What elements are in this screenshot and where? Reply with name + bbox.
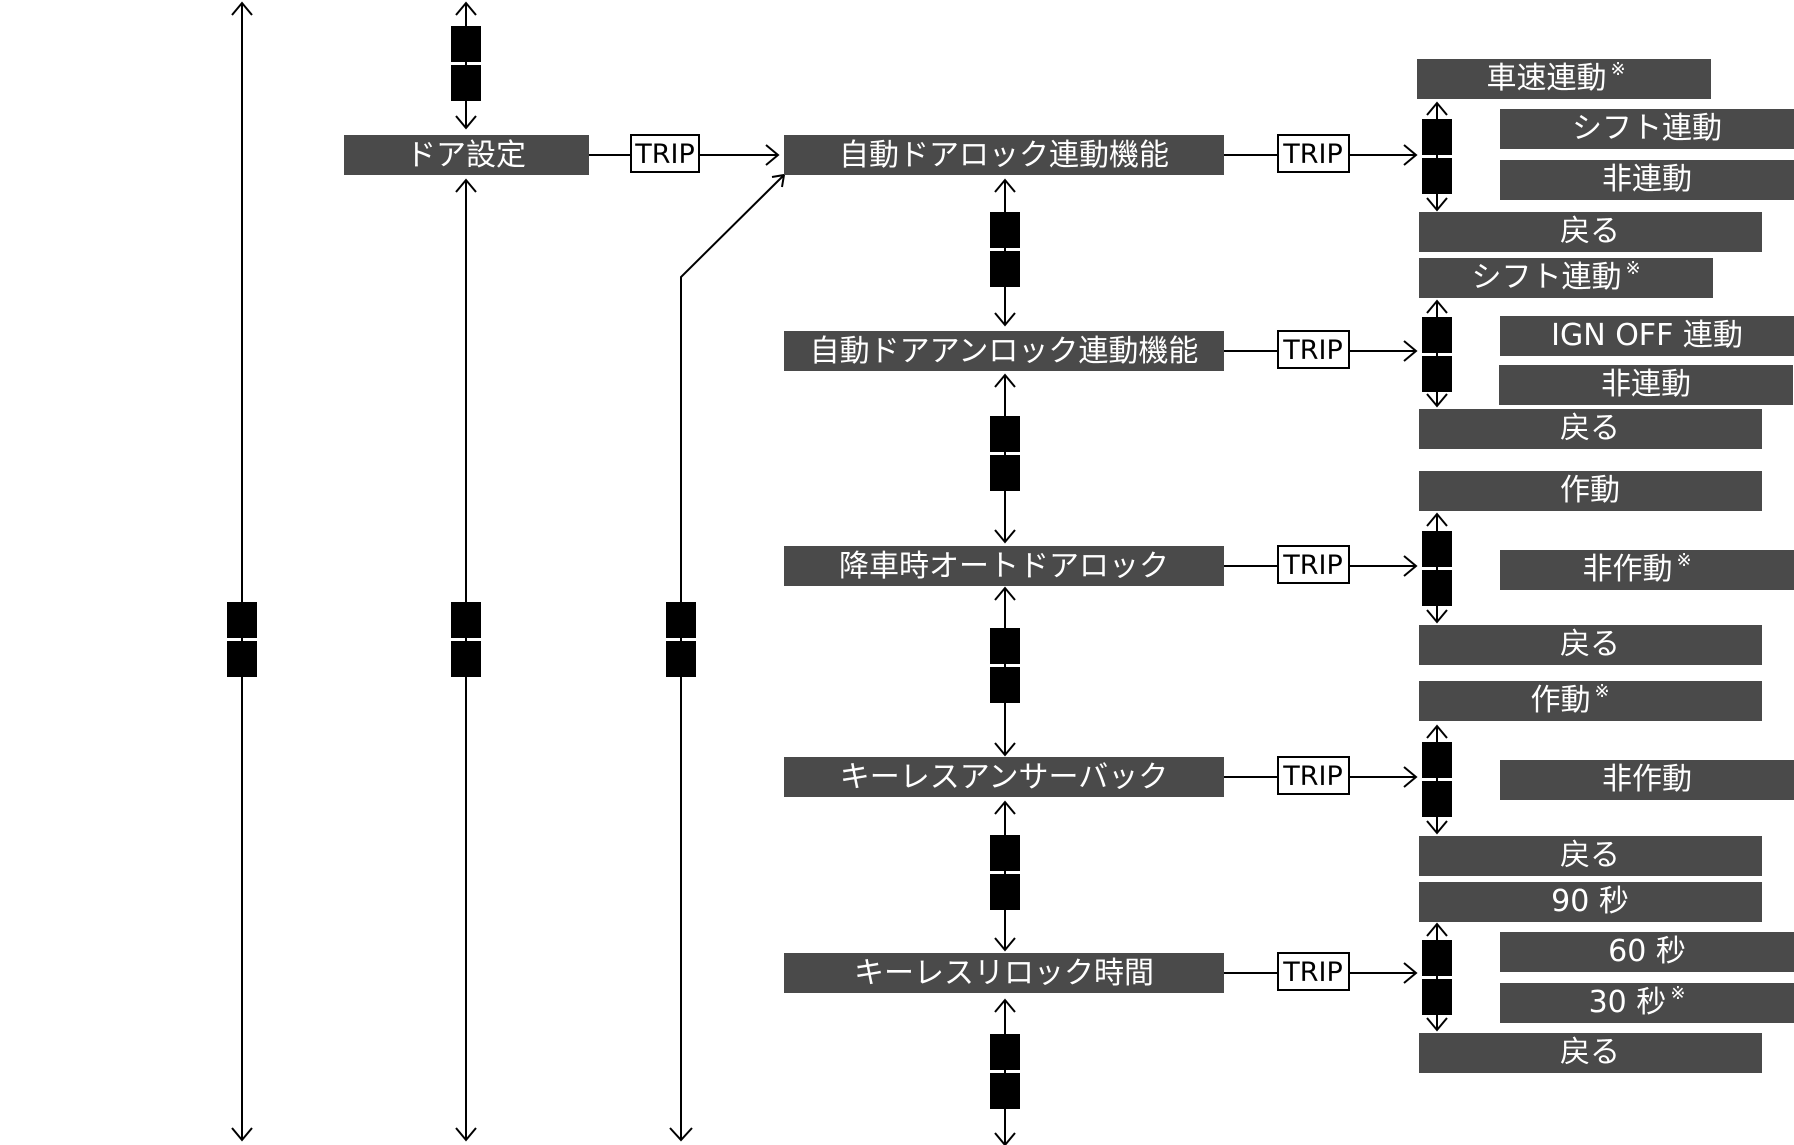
menu-item-relock[interactable]: キーレスリロック時間 (784, 953, 1224, 993)
svg-text:戻る: 戻る (1560, 627, 1620, 662)
svg-text:90 秒: 90 秒 (1551, 884, 1629, 919)
svg-text:30 秒※: 30 秒※ (1589, 983, 1686, 1020)
option-90-sec[interactable]: 90 秒 (1419, 882, 1762, 922)
svg-text:キーレスアンサーバック: キーレスアンサーバック (840, 760, 1169, 795)
option-back-3[interactable]: 戻る (1419, 625, 1762, 665)
trip-button-walkaway[interactable]: TRIP (1277, 545, 1350, 584)
option-60-sec[interactable]: 60 秒 (1500, 932, 1794, 972)
svg-text:TRIP: TRIP (1282, 139, 1343, 170)
svg-text:戻る: 戻る (1560, 1035, 1620, 1070)
option-nolink-1[interactable]: 非連動 (1500, 160, 1794, 200)
option-inactive-2[interactable]: 非作動 (1500, 760, 1794, 800)
door-settings-box[interactable]: ドア設定 (344, 135, 589, 175)
option-ign-off[interactable]: IGN OFF 連動 (1500, 316, 1794, 356)
svg-text:自動ドアロック連動機能: 自動ドアロック連動機能 (839, 138, 1169, 173)
svg-text:60 秒: 60 秒 (1608, 934, 1686, 969)
svg-text:キーレスリロック時間: キーレスリロック時間 (854, 956, 1154, 991)
option-back-4[interactable]: 戻る (1419, 836, 1762, 876)
option-active-1[interactable]: 作動 (1419, 471, 1762, 511)
svg-text:TRIP: TRIP (1282, 550, 1343, 581)
svg-text:車速連動※: 車速連動※ (1486, 59, 1625, 96)
option-nolink-2[interactable]: 非連動 (1499, 365, 1793, 405)
svg-text:TRIP: TRIP (1282, 761, 1343, 792)
trip-button-autounlock[interactable]: TRIP (1277, 330, 1350, 369)
option-active-2[interactable]: 作動※ (1419, 681, 1762, 721)
option-inactive-1[interactable]: 非作動※ (1500, 550, 1794, 590)
menu-item-answerback[interactable]: キーレスアンサーバック (784, 757, 1224, 797)
svg-text:非連動: 非連動 (1601, 367, 1691, 402)
svg-text:非作動: 非作動 (1602, 762, 1692, 797)
trip-button-autolock[interactable]: TRIP (1277, 134, 1350, 173)
svg-text:作動: 作動 (1560, 473, 1620, 508)
svg-text:IGN OFF 連動: IGN OFF 連動 (1551, 318, 1743, 353)
option-shift-link-1[interactable]: シフト連動 (1500, 109, 1794, 149)
svg-text:作動※: 作動※ (1530, 681, 1609, 718)
svg-text:戻る: 戻る (1560, 214, 1620, 249)
trip-button-relock[interactable]: TRIP (1277, 952, 1350, 991)
svg-text:シフト連動: シフト連動 (1572, 111, 1722, 146)
svg-text:TRIP: TRIP (1282, 957, 1343, 988)
svg-text:降車時オートドアロック: 降車時オートドアロック (839, 549, 1169, 584)
svg-text:非連動: 非連動 (1602, 162, 1692, 197)
trunk-line-1 (231, 1, 253, 1142)
svg-text:自動ドアアンロック連動機能: 自動ドアアンロック連動機能 (810, 334, 1199, 369)
option-back-5[interactable]: 戻る (1419, 1033, 1762, 1073)
svg-text:非作動※: 非作動※ (1582, 550, 1691, 587)
svg-text:戻る: 戻る (1560, 838, 1620, 873)
trip-button-answerback[interactable]: TRIP (1277, 756, 1350, 795)
option-speed-link[interactable]: 車速連動※ (1417, 59, 1711, 99)
option-back-2[interactable]: 戻る (1419, 409, 1762, 449)
option-back-1[interactable]: 戻る (1419, 212, 1762, 252)
option-30-sec[interactable]: 30 秒※ (1500, 983, 1794, 1023)
door-settings-label: ドア設定 (406, 138, 526, 173)
menu-item-autounlock[interactable]: 自動ドアアンロック連動機能 (784, 331, 1224, 371)
trip-button-door[interactable]: TRIP (630, 134, 700, 173)
svg-text:TRIP: TRIP (634, 139, 695, 170)
svg-text:TRIP: TRIP (1282, 335, 1343, 366)
menu-item-autolock[interactable]: 自動ドアロック連動機能 (784, 135, 1224, 175)
shift-link-default-2[interactable]: シフト連動※ (1419, 258, 1713, 298)
menu-item-walkaway[interactable]: 降車時オートドアロック (784, 546, 1224, 586)
svg-text:戻る: 戻る (1560, 411, 1620, 446)
svg-text:シフト連動※: シフト連動※ (1471, 258, 1640, 295)
